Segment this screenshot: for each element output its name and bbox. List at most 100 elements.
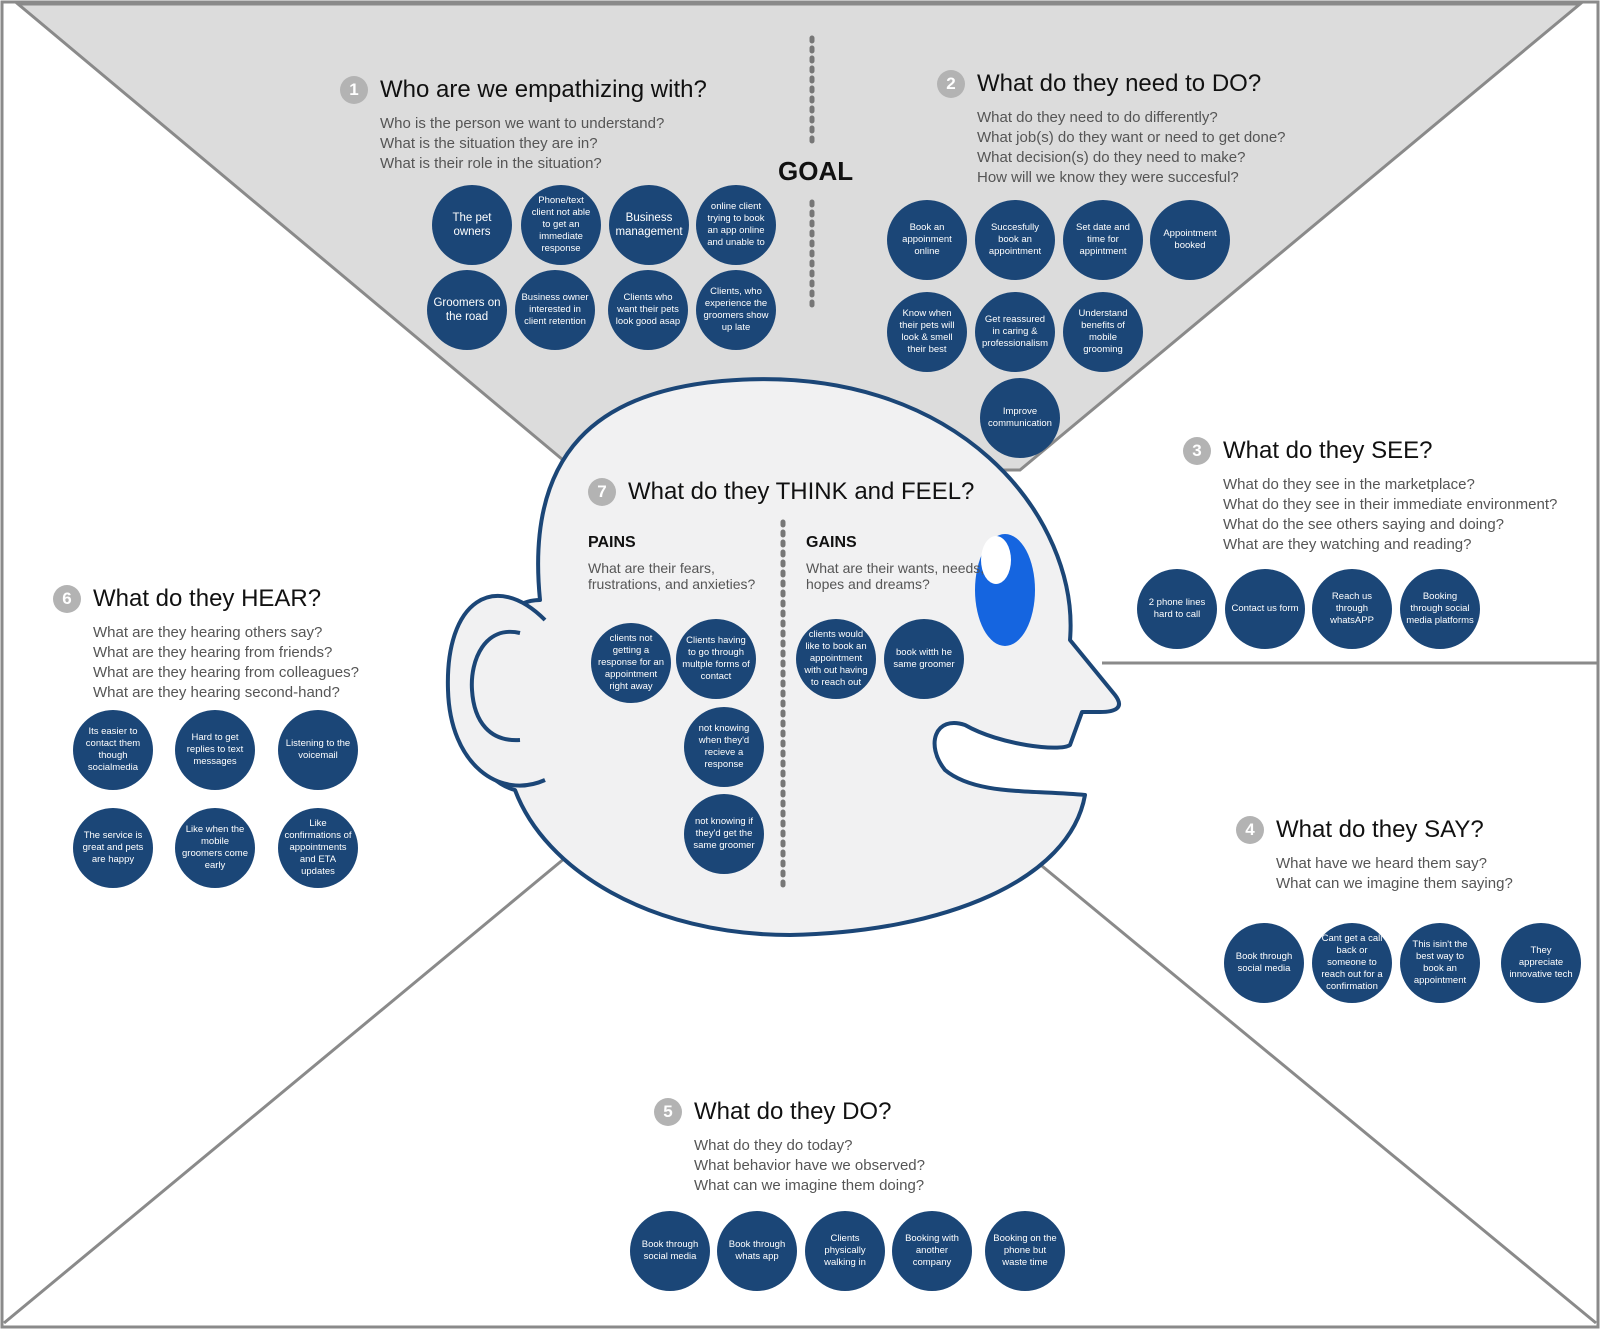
sticky-note[interactable]: The pet owners [432, 185, 512, 265]
question: Who is the person we want to understand? [380, 115, 665, 132]
section-title: Who are we empathizing with? [380, 76, 707, 103]
question: What are they hearing from colleagues? [93, 664, 359, 681]
section-title: What do they THINK and FEEL? [628, 478, 975, 505]
sticky-note[interactable]: Groomers on the road [427, 270, 507, 350]
question: What have we heard them say? [1276, 855, 1487, 872]
ear-outline [445, 593, 547, 788]
sticky-note[interactable]: Contact us form [1225, 569, 1305, 649]
question: What is the situation they are in? [380, 135, 598, 152]
sticky-note[interactable]: Hard to get replies to text messages [175, 710, 255, 790]
sticky-note[interactable]: Its easier to contact them though social… [73, 710, 153, 790]
sticky-note[interactable]: Phone/text client not able to get an imm… [521, 185, 601, 265]
goal-triangle [13, 2, 1585, 472]
question: What are they hearing from friends? [93, 644, 333, 661]
section-title: What do they SAY? [1276, 816, 1484, 843]
section-number-badge: 7 [588, 478, 616, 506]
sticky-note[interactable]: Book an appoinment online [887, 200, 967, 280]
sticky-note[interactable]: This isin't the best way to book an appo… [1400, 923, 1480, 1003]
sticky-note[interactable]: Set date and time for appintment [1063, 200, 1143, 280]
sticky-note[interactable]: Clients who want their pets look good as… [608, 270, 688, 350]
gains-question: What are their wants, needs, hopes and d… [806, 560, 985, 592]
eye-highlight [981, 536, 1011, 584]
question: What are they hearing second-hand? [93, 684, 340, 701]
question-list: What do they do today? What behavior hav… [694, 1136, 925, 1196]
sticky-note[interactable]: Understand benefits of mobile grooming [1063, 292, 1143, 372]
sticky-note[interactable]: Booking on the phone but waste time [985, 1211, 1065, 1291]
question-list: What do they see in the marketplace? Wha… [1223, 475, 1557, 555]
sticky-note[interactable]: They appreciate innovative tech [1501, 923, 1581, 1003]
sticky-note[interactable]: Clients having to go through multple for… [676, 619, 756, 699]
section-number-badge: 6 [53, 585, 81, 613]
sticky-note[interactable]: Book through social media [630, 1211, 710, 1291]
question: What behavior have we observed? [694, 1157, 925, 1174]
section-number-badge: 5 [654, 1098, 682, 1126]
question: What job(s) do they want or need to get … [977, 129, 1286, 146]
section-title: What do they SEE? [1223, 437, 1433, 464]
section-do: 5 What do they DO? What do they do today… [654, 1098, 925, 1196]
section-see: 3 What do they SEE? What do they see in … [1183, 437, 1557, 555]
sticky-note[interactable]: Book through whats app [717, 1211, 797, 1291]
sticky-note[interactable]: Improve communication [980, 378, 1060, 458]
question: What are they hearing others say? [93, 624, 323, 641]
sticky-note[interactable]: Listening to the voicemail [278, 710, 358, 790]
sticky-note[interactable]: Business owner interested in client rete… [515, 270, 595, 350]
sticky-note[interactable]: Like confirmations of appointments and E… [278, 808, 358, 888]
section-who: 1 Who are we empathizing with? Who is th… [340, 76, 707, 174]
question: How will we know they were succesful? [977, 169, 1239, 186]
question-list: What do they need to do differently? Wha… [977, 108, 1286, 188]
divider-lower-right [1024, 850, 1597, 1325]
sticky-note[interactable]: Appointment booked [1150, 200, 1230, 280]
sticky-note[interactable]: not knowing when they'd recieve a respon… [684, 707, 764, 787]
question: What is their role in the situation? [380, 155, 602, 172]
sticky-note[interactable]: Like when the mobile groomers come early [175, 808, 255, 888]
question-list: Who is the person we want to understand?… [380, 114, 707, 174]
section-number-badge: 4 [1236, 816, 1264, 844]
sticky-note[interactable]: The service is great and pets are happy [73, 808, 153, 888]
sticky-note[interactable]: Get reassured in caring & professionalis… [975, 292, 1055, 372]
section-think-feel: 7 What do they THINK and FEEL? [588, 478, 974, 506]
question: What decision(s) do they need to make? [977, 149, 1246, 166]
question: What can we imagine them doing? [694, 1177, 925, 1194]
sticky-note[interactable]: Clients, who experience the groomers sho… [696, 270, 776, 350]
question-list: What have we heard them say? What can we… [1276, 854, 1513, 894]
goal-label: GOAL [778, 156, 854, 186]
sticky-note[interactable]: Booking with another company [892, 1211, 972, 1291]
section-need-to-do: 2 What do they need to DO? What do they … [937, 70, 1286, 188]
sticky-note[interactable]: Know when their pets will look & smell t… [887, 292, 967, 372]
question: What do the see others saying and doing? [1223, 516, 1505, 533]
pains-heading: PAINS [588, 534, 636, 551]
section-number-badge: 2 [937, 70, 965, 98]
gains-heading: GAINS [806, 534, 857, 551]
sticky-note[interactable]: 2 phone lines hard to call [1137, 569, 1217, 649]
sticky-note[interactable]: Clients physically walking in [805, 1211, 885, 1291]
section-title: What do they need to DO? [977, 70, 1262, 97]
sticky-note[interactable]: not knowing if they'd get the same groom… [684, 794, 764, 874]
question: What do they do today? [694, 1137, 853, 1154]
sticky-note[interactable]: Booking through social media platforms [1400, 569, 1480, 649]
question: What can we imagine them saying? [1276, 875, 1513, 892]
sticky-note[interactable]: clients not getting a response for an ap… [591, 623, 671, 703]
question: What do they see in their immediate envi… [1223, 496, 1558, 513]
section-number-badge: 3 [1183, 437, 1211, 465]
section-say: 4 What do they SAY? What have we heard t… [1236, 816, 1513, 894]
section-title: What do they DO? [694, 1098, 892, 1125]
sticky-note[interactable]: Book through social media [1224, 923, 1304, 1003]
section-number-badge: 1 [340, 76, 368, 104]
sticky-note[interactable]: clients would like to book an appointmen… [796, 619, 876, 699]
sticky-note[interactable]: online client trying to book an app onli… [696, 185, 776, 265]
question: What do they see in the marketplace? [1223, 476, 1475, 493]
sticky-note[interactable]: Succesfully book an appointment [975, 200, 1055, 280]
sticky-note[interactable]: Reach us through whatsAPP [1312, 569, 1392, 649]
question-list: What are they hearing others say? What a… [93, 623, 359, 703]
section-title: What do they HEAR? [93, 585, 322, 612]
sticky-note[interactable]: Cant get a call back or someone to reach… [1312, 923, 1392, 1003]
pains-question: What are their fears, frustrations, and … [588, 560, 756, 592]
question: What do they need to do differently? [977, 109, 1218, 126]
divider-lower-left [3, 856, 566, 1325]
sticky-note[interactable]: Business management [609, 185, 689, 265]
sticky-note[interactable]: book witth he same groomer [884, 619, 964, 699]
ear-inner [469, 629, 521, 743]
question: What are they watching and reading? [1223, 536, 1472, 553]
